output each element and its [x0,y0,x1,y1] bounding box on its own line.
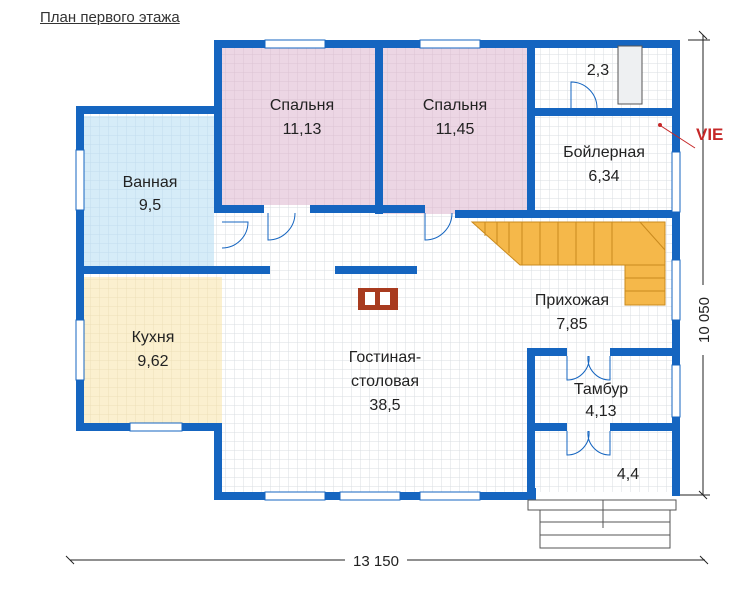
tambour-area: 4,13 [585,403,616,420]
living-name-2: столовая [351,373,419,390]
tambour-name: Тамбур [574,381,628,398]
stairs [470,221,666,306]
svg-text:VIE: VIE [696,125,723,144]
hall-area: 7,85 [556,316,587,333]
watermark: VIE [658,123,723,149]
hall-name: Прихожая [535,292,609,309]
bedroom1-area: 11,13 [283,121,322,138]
small-room-area: 2,3 [587,62,609,79]
living-name-1: Гостиная- [349,349,421,366]
doors [221,81,611,456]
width-dimension: 13 150 [353,553,399,570]
bedroom2-area: 11,45 [436,121,475,138]
bedroom1-name: Спальня [270,97,334,114]
porch-steps [527,45,677,549]
bedroom2-name: Спальня [423,97,487,114]
bath-area: 9,5 [139,197,161,214]
kitchen-area: 9,62 [137,353,168,370]
bath-name: Ванная [123,174,178,191]
bedroom2-fill [383,48,527,214]
bath-fill [84,116,214,266]
kitchen-fill [84,277,222,423]
living-area: 38,5 [369,397,400,414]
windows [75,39,681,501]
fireplace-icon [358,288,398,310]
plan-title: План первого этажа [40,9,180,26]
boiler-name: Бойлерная [563,144,645,161]
kitchen-name: Кухня [132,329,175,346]
bedroom1-fill [222,48,375,205]
height-dimension: 10 050 [696,297,713,343]
porch-area: 4,4 [617,466,639,483]
boiler-area: 6,34 [588,168,619,185]
